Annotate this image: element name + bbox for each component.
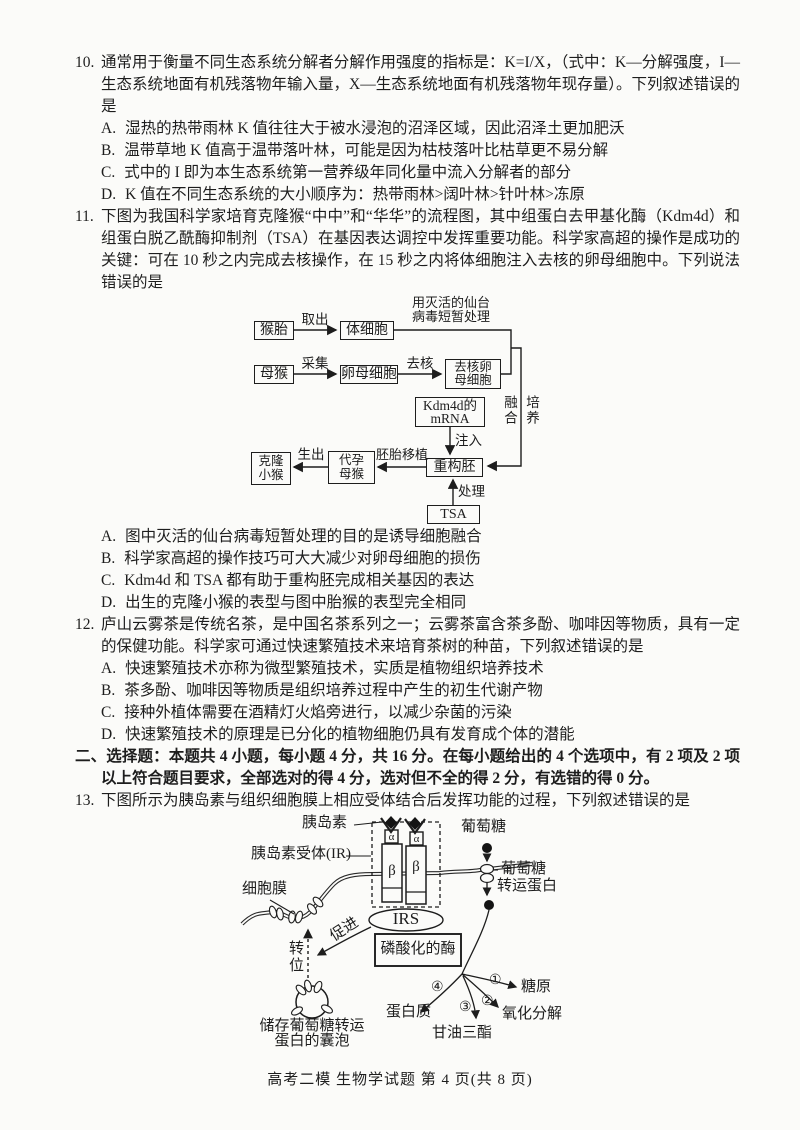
translocation-label: 转位 — [287, 940, 303, 974]
option-text: 接种外植体需要在酒精灯火焰旁进行，以减少杂菌的污染 — [124, 704, 512, 721]
question-13: 13. 下图所示为胰岛素与组织细胞膜上相应受体结合后发挥功能的过程，下列叙述错误… — [75, 790, 740, 1053]
option-text: 图中灭活的仙台病毒短暂处理的目的是诱导细胞融合 — [125, 528, 482, 545]
option-text: 湿热的热带雨林 K 值往往大于被水浸泡的沼泽区域，因此沼泽土更加肥沃 — [125, 120, 625, 137]
question-12: 12. 庐山云雾茶是传统名茶，是中国名茶系列之一；云雾茶富含茶多酚、咖啡因等物质… — [75, 614, 740, 746]
mother-monkey-box: 母猴 — [254, 365, 294, 384]
question-number: 11. — [75, 208, 94, 225]
cloning-flow-arrows — [292, 324, 522, 505]
option-label: A. — [101, 120, 117, 137]
oocyte-box: 卵母细胞 — [340, 365, 398, 384]
oxidation-label: 氧化分解 — [502, 1006, 563, 1022]
option-c: C. Kdm4d 和 TSA 都有助于重构胚完成相关基因的表达 — [101, 570, 740, 592]
option-label: C. — [101, 164, 116, 181]
insulin-signaling-diagram: 胰岛素 胰岛素受体(IR) 细胞膜 葡萄糖 葡萄糖 转运蛋白 α α β β I… — [240, 816, 572, 1053]
enucleated-oocyte-box: 去核卵 母细胞 — [445, 359, 501, 389]
option-d: D. 出生的克隆小猴的表型与图中胎猴的表型完全相同 — [101, 592, 740, 614]
option-d: D. K 值在不同生态系统的大小顺序为：热带雨林>阔叶林>针叶林>冻原 — [101, 184, 740, 206]
circled-4: ④ — [431, 980, 444, 995]
inject-label: 注入 — [455, 433, 482, 448]
enucleate-label: 去核 — [406, 356, 434, 371]
option-b: B. 温带草地 K 值高于温带落叶林，可能是因为枯枝落叶比枯草更不易分解 — [101, 140, 740, 162]
glucose-transporter-label-line2: 转运蛋白 — [497, 878, 558, 894]
option-label: C. — [101, 704, 116, 721]
fuse-label: 融合 — [502, 395, 517, 426]
option-text: 科学家高超的操作技巧可大大减少对卵母细胞的损伤 — [124, 550, 481, 567]
question-stem: 下图为我国科学家培育克隆猴“中中”和“华华”的流程图，其中组蛋白去甲基化酶（Kd… — [101, 208, 740, 291]
phosphorylated-enzyme-label: 磷酸化的酶 — [380, 941, 456, 957]
virus-treatment-label: 用灭活的仙台 病毒短暂处理 — [411, 295, 490, 324]
insulin-receptor-label: 胰岛素受体(IR) — [251, 846, 351, 862]
beta-subunit-label: β — [412, 859, 420, 875]
cloning-flow-diagram: 猴胎 取出 体细胞 用灭活的仙台 病毒短暂处理 母猴 采集 卵母细胞 去核 去核… — [246, 296, 548, 526]
question-stem: 通常用于衡量不同生态系统分解者分解作用强度的指标是：K=I/X，（式中：K—分解… — [101, 54, 740, 115]
question-10: 10. 通常用于衡量不同生态系统分解者分解作用强度的指标是：K=I/X，（式中：… — [75, 52, 740, 206]
collect-label: 采集 — [301, 356, 329, 371]
option-b: B. 茶多酚、咖啡因等物质是组织培养过程中产生的初生代谢产物 — [101, 680, 740, 702]
birth-label: 生出 — [297, 447, 325, 462]
question-number: 12. — [75, 616, 95, 633]
option-text: 快速繁殖技术的原理是已分化的植物细胞仍具有发育成个体的潜能 — [125, 726, 575, 743]
option-text: 温带草地 K 值高于温带落叶林，可能是因为枯枝落叶比枯草更不易分解 — [124, 142, 609, 159]
option-b: B. 科学家高超的操作技巧可大大减少对卵母细胞的损伤 — [101, 548, 740, 570]
option-text: 快速繁殖技术亦称为微型繁殖技术，实质是植物组织培养技术 — [125, 660, 544, 677]
cloned-monkey-box: 克隆 小猴 — [251, 452, 291, 485]
irs-label: IRS — [392, 909, 420, 928]
option-text: 茶多酚、咖啡因等物质是组织培养过程中产生的初生代谢产物 — [124, 682, 543, 699]
fetus-box: 猴胎 — [254, 321, 294, 340]
option-text: Kdm4d 和 TSA 都有助于重构胚完成相关基因的表达 — [124, 572, 475, 589]
take-out-label: 取出 — [301, 312, 329, 327]
question-stem: 下图所示为胰岛素与组织细胞膜上相应受体结合后发挥功能的过程，下列叙述错误的是 — [101, 792, 691, 809]
culture-label: 培养 — [524, 395, 539, 426]
option-c: C. 接种外植体需要在酒精灯火焰旁进行，以减少杂菌的污染 — [101, 702, 740, 724]
kdm4d-mrna-box: Kdm4d的 mRNA — [415, 397, 485, 427]
option-label: A. — [101, 660, 117, 677]
circled-2: ② — [481, 994, 494, 1009]
question-11: 11. 下图为我国科学家培育克隆猴“中中”和“华华”的流程图，其中组蛋白去甲基化… — [75, 206, 740, 614]
option-a: A. 图中灭活的仙台病毒短暂处理的目的是诱导细胞融合 — [101, 526, 740, 548]
alpha-subunit-label: α — [413, 833, 420, 845]
section-2-header: 二、选择题：本题共 4 小题，每小题 4 分，共 16 分。在每小题给出的 4 … — [75, 748, 740, 787]
question-number: 10. — [75, 54, 95, 71]
reconstructed-embryo-box: 重构胚 — [426, 458, 483, 477]
circled-3: ③ — [459, 1000, 472, 1015]
option-label: C. — [101, 572, 116, 589]
circled-1: ① — [489, 973, 502, 988]
surrogate-monkey-box: 代孕 母猴 — [328, 451, 375, 484]
option-label: B. — [101, 682, 116, 699]
option-label: D. — [101, 594, 117, 611]
alpha-subunit-label: α — [388, 831, 395, 843]
option-text: 式中的 I 即为本生态系统第一营养级年同化量中流入分解者的部分 — [124, 164, 572, 181]
option-a: A. 湿热的热带雨林 K 值往往大于被水浸泡的沼泽区域，因此沼泽土更加肥沃 — [101, 118, 740, 140]
insulin-label: 胰岛素 — [302, 815, 348, 831]
option-label: B. — [101, 142, 116, 159]
option-text: K 值在不同生态系统的大小顺序为：热带雨林>阔叶林>针叶林>冻原 — [125, 186, 585, 203]
page-content: 10. 通常用于衡量不同生态系统分解者分解作用强度的指标是：K=I/X，（式中：… — [75, 52, 740, 1053]
glucose-label: 葡萄糖 — [461, 819, 507, 835]
option-a: A. 快速繁殖技术亦称为微型繁殖技术，实质是植物组织培养技术 — [101, 658, 740, 680]
treat-label: 处理 — [458, 484, 485, 499]
glucose-transporter-label-line1: 葡萄糖 — [501, 861, 547, 877]
option-text: 出生的克隆小猴的表型与图中胎猴的表型完全相同 — [125, 594, 467, 611]
option-label: D. — [101, 726, 117, 743]
option-label: D. — [101, 186, 117, 203]
somatic-cell-box: 体细胞 — [340, 321, 394, 340]
option-d: D. 快速繁殖技术的原理是已分化的植物细胞仍具有发育成个体的潜能 — [101, 724, 740, 746]
page-footer: 高考二模 生物学试题 第 4 页(共 8 页) — [267, 1072, 533, 1088]
protein-label: 蛋白质 — [386, 1004, 432, 1020]
option-label: A. — [101, 528, 117, 545]
triglyceride-label: 甘油三酯 — [432, 1025, 493, 1041]
tsa-box: TSA — [427, 505, 480, 524]
option-c: C. 式中的 I 即为本生态系统第一营养级年同化量中流入分解者的部分 — [101, 162, 740, 184]
vesicle-label: 储存葡萄糖转运 蛋白的囊泡 — [259, 1018, 365, 1049]
cell-membrane-label: 细胞膜 — [242, 881, 288, 897]
embryo-transfer-label: 胚胎移植 — [375, 447, 428, 462]
glycogen-label: 糖原 — [521, 979, 552, 995]
insulin-diagram-shapes — [240, 816, 533, 1020]
question-number: 13. — [75, 792, 95, 809]
beta-subunit-label: β — [388, 863, 396, 879]
option-label: B. — [101, 550, 116, 567]
question-stem: 庐山云雾茶是传统名茶，是中国名茶系列之一；云雾茶富含茶多酚、咖啡因等物质，具有一… — [101, 616, 740, 655]
